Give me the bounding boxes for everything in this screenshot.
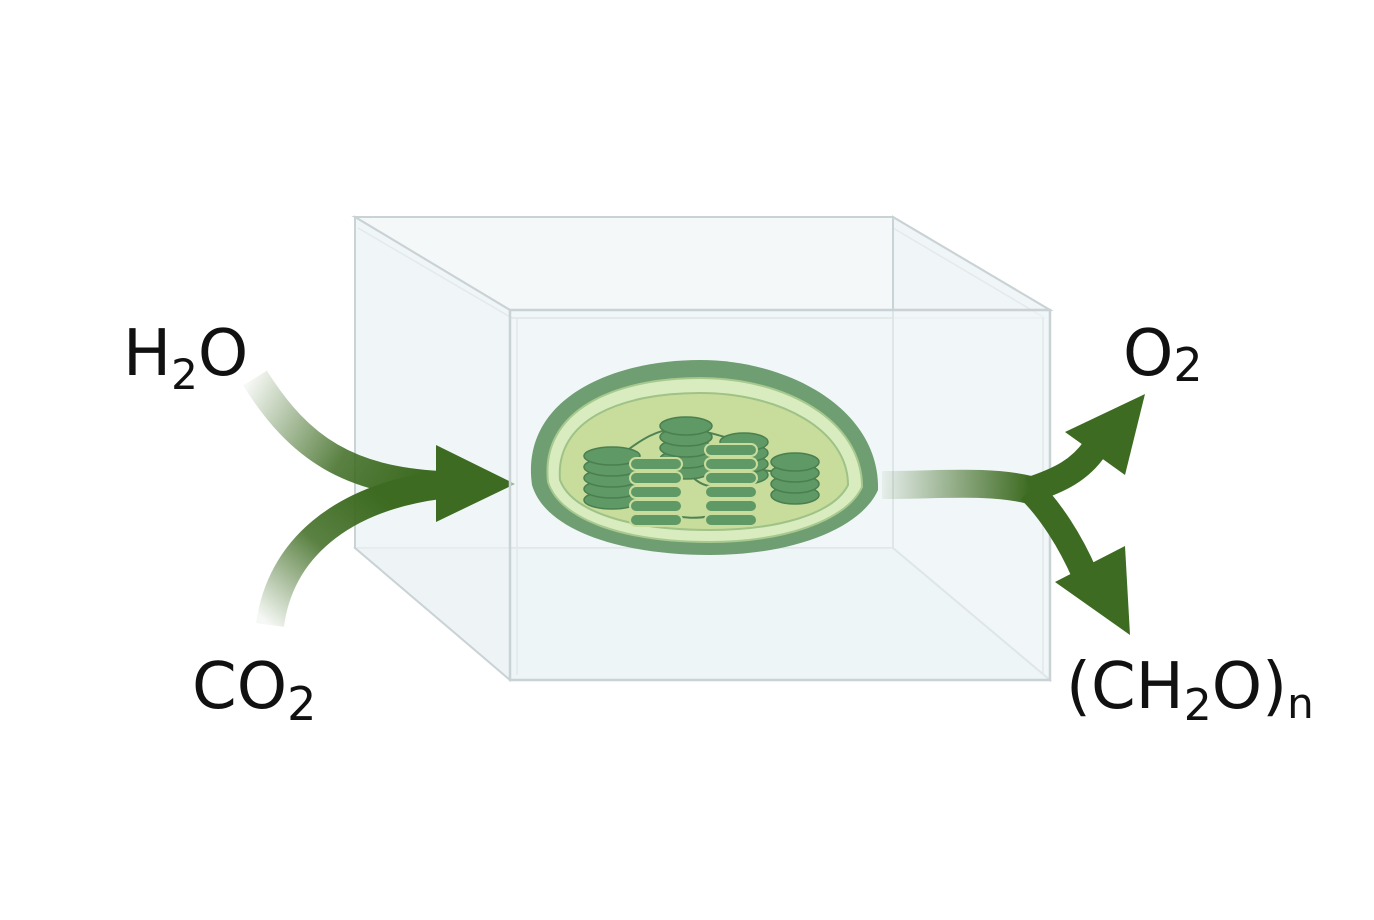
output-arrow-shaft xyxy=(881,469,1034,504)
co2-arrow-shaft xyxy=(256,471,442,628)
o2-arrowhead xyxy=(1065,394,1145,475)
carbohydrate-arrowhead xyxy=(1055,546,1130,635)
o2-label: O2 xyxy=(1123,317,1203,392)
input-arrowhead xyxy=(436,445,515,522)
input-arrows xyxy=(243,370,515,628)
chloroplast xyxy=(530,360,879,555)
granum-stack-1 xyxy=(583,446,641,510)
co2-label: CO2 xyxy=(192,650,316,731)
thylakoid-stack-b xyxy=(704,443,758,527)
h2o-label: H2O xyxy=(123,317,248,399)
carbohydrate-label: (CH2O)n xyxy=(1066,650,1314,731)
carbohydrate-arrow-shaft xyxy=(1020,480,1097,581)
thylakoid-stack-a xyxy=(629,457,683,527)
output-arrows xyxy=(881,394,1145,635)
granum-stack-4 xyxy=(770,452,820,505)
